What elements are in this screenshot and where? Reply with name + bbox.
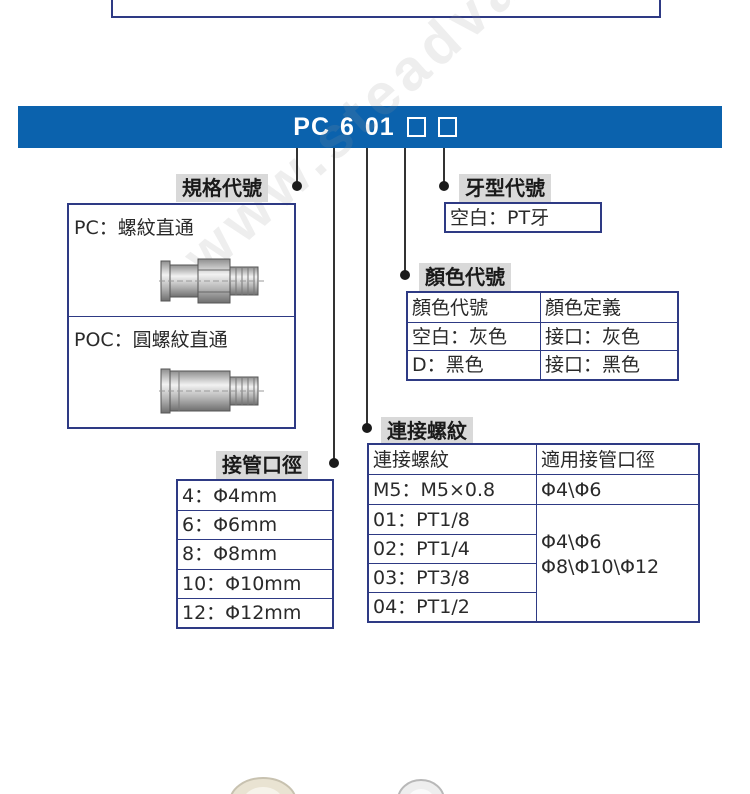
connector-tube: [333, 148, 335, 462]
tube-row-10: 10：Φ10mm: [182, 573, 302, 595]
spec-label: 規格代號: [176, 174, 268, 202]
color-header-code: 顏色代號: [412, 297, 489, 319]
thread-table: 連接螺紋 適用接管口徑 M5：M5×0.8 01：PT1/8 02：PT1/4 …: [367, 443, 700, 623]
type-label: 牙型代號: [459, 174, 551, 202]
thread-row-03: 03：PT3/8: [373, 567, 470, 589]
tube-row-8: 8：Φ8mm: [182, 543, 278, 565]
model-code: PC 6 01: [0, 106, 750, 148]
top-frame: [111, 0, 661, 18]
code-size: 6: [340, 112, 355, 141]
dot-type: [439, 181, 449, 191]
thread-label: 連接螺紋: [381, 417, 473, 445]
dot-thread: [362, 423, 372, 433]
spec-item-pc: PC：螺紋直通: [74, 217, 194, 239]
fitting-photo-white: [398, 779, 444, 794]
code-thread: 01: [364, 112, 395, 141]
type-value: 空白：PT牙: [450, 207, 550, 229]
spec-box: PC：螺紋直通 POC：圓螺紋直通: [67, 203, 296, 429]
tube-row-4: 4：Φ4mm: [182, 485, 278, 507]
color-label: 顏色代號: [419, 263, 511, 291]
color-header-def: 顏色定義: [545, 297, 622, 319]
poc-fitting-image: [159, 368, 265, 414]
tube-table: 4：Φ4mm 6：Φ6mm 8：Φ8mm 10：Φ10mm 12：Φ12mm: [176, 479, 334, 629]
connector-color: [404, 148, 406, 274]
thread-row-m5: M5：M5×0.8: [373, 479, 496, 501]
type-box: 空白：PT牙: [444, 202, 602, 233]
connector-thread: [366, 148, 368, 428]
code-color-box: [406, 117, 426, 137]
tube-fit-m5: Φ4\Φ6: [541, 479, 602, 501]
thread-row-01: 01：PT1/8: [373, 509, 470, 531]
fitting-photo-cream: [230, 777, 296, 794]
color-row-1-code: 空白：灰色: [412, 326, 508, 348]
tube-fit-pt-a: Φ4\Φ6: [541, 531, 602, 553]
connector-type: [443, 148, 445, 186]
pc-fitting-image: [159, 258, 265, 304]
tube-row-12: 12：Φ12mm: [182, 602, 302, 624]
thread-row-02: 02：PT1/4: [373, 538, 470, 560]
code-banner: [18, 106, 722, 148]
dot-color: [400, 270, 410, 280]
code-series: PC: [293, 112, 330, 141]
thread-header-tube: 適用接管口徑: [541, 449, 656, 471]
tube-label: 接管口徑: [216, 451, 308, 479]
thread-header-thread: 連接螺紋: [373, 449, 450, 471]
color-table: 顏色代號 顏色定義 空白：灰色 接口：灰色 D：黑色 接口：黑色: [406, 291, 679, 381]
spec-item-poc: POC：圓螺紋直通: [74, 329, 228, 351]
color-row-2-def: 接口：黑色: [545, 354, 641, 376]
color-row-1-def: 接口：灰色: [545, 326, 641, 348]
tube-fit-pt-b: Φ8\Φ10\Φ12: [541, 556, 660, 578]
code-type-box: [437, 117, 457, 137]
thread-row-04: 04：PT1/2: [373, 596, 470, 618]
color-row-2-code: D：黑色: [412, 354, 484, 376]
dot-tube: [329, 458, 339, 468]
dot-spec: [292, 181, 302, 191]
connector-spec: [296, 148, 298, 186]
tube-row-6: 6：Φ6mm: [182, 514, 278, 536]
